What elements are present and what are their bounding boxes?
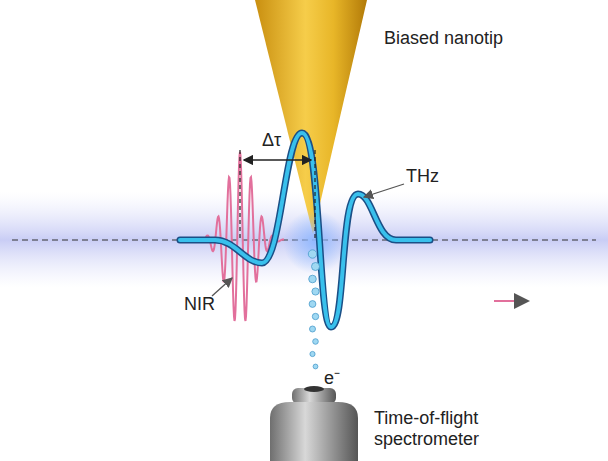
detector-label: Time-of-flight spectrometer bbox=[374, 408, 514, 449]
electron bbox=[312, 313, 318, 319]
electron bbox=[308, 250, 316, 258]
leader-line bbox=[364, 184, 404, 197]
electron bbox=[309, 301, 316, 308]
electron-label: e⁻ bbox=[324, 368, 340, 389]
propagation-arrow bbox=[494, 300, 528, 302]
electron bbox=[312, 263, 320, 271]
delay-label: Δτ bbox=[262, 130, 281, 151]
delay-arrow bbox=[244, 159, 311, 160]
beam-band bbox=[0, 192, 608, 288]
electron bbox=[313, 339, 319, 345]
thz-wave bbox=[180, 133, 430, 327]
thz-label: THz bbox=[406, 166, 439, 187]
thz-outline bbox=[180, 133, 430, 327]
electron bbox=[309, 275, 317, 283]
electron bbox=[310, 351, 315, 356]
delay-marker bbox=[314, 150, 315, 238]
delay-marker bbox=[239, 150, 240, 238]
electron bbox=[313, 364, 318, 369]
detector-body bbox=[270, 402, 358, 461]
electron-stream bbox=[308, 250, 319, 369]
tip-label: Biased nanotip bbox=[384, 28, 503, 49]
leader-line bbox=[212, 278, 232, 296]
nir-label: NIR bbox=[184, 294, 215, 315]
detector-aperture bbox=[304, 386, 324, 392]
electron bbox=[310, 326, 316, 332]
electron bbox=[312, 288, 319, 295]
